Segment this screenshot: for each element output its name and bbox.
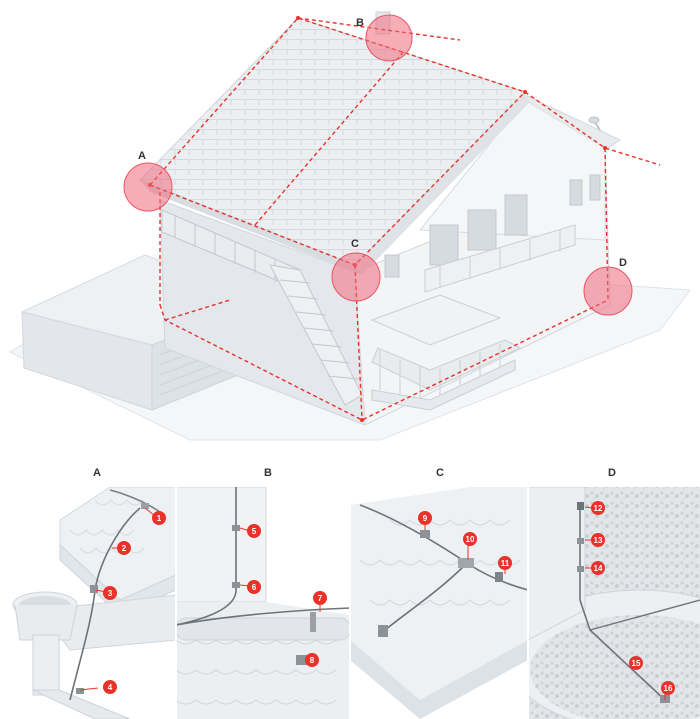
detail-panel-b	[176, 487, 350, 719]
main-label-a: A	[138, 150, 146, 162]
house-illustration: A B C D	[8, 11, 691, 441]
detail-panel-a	[0, 487, 176, 719]
callout-6: 6	[247, 580, 261, 594]
svg-text:6: 6	[252, 583, 257, 592]
panel-label-b: B	[264, 467, 272, 479]
panel-label-c: C	[436, 467, 444, 479]
highlight-circle-d	[583, 266, 633, 316]
svg-text:1: 1	[157, 514, 162, 523]
svg-text:15: 15	[632, 659, 641, 668]
highlight-circle-c	[331, 252, 381, 302]
svg-text:14: 14	[594, 564, 603, 573]
callout-12: 12	[591, 501, 605, 515]
balcony-upper	[424, 224, 576, 293]
panel-separators	[175, 487, 529, 719]
svg-text:3: 3	[108, 589, 113, 598]
svg-text:16: 16	[664, 684, 673, 693]
callout-15: 15	[629, 656, 643, 670]
protection-conductors	[149, 17, 661, 421]
svg-text:10: 10	[466, 535, 475, 544]
callout-8: 8	[305, 653, 319, 667]
highlight-circle-a	[123, 162, 173, 212]
callout-9: 9	[418, 511, 432, 525]
callout-11: 11	[498, 556, 512, 570]
callout-4: 4	[103, 680, 117, 694]
exterior-stairs	[269, 264, 363, 406]
windows	[384, 174, 601, 278]
callout-16: 16	[661, 681, 675, 695]
svg-text:7: 7	[318, 594, 323, 603]
svg-text:2: 2	[122, 544, 127, 553]
callout-7: 7	[313, 591, 327, 605]
callout-10: 10	[463, 532, 477, 546]
svg-text:4: 4	[108, 683, 113, 692]
callout-3: 3	[103, 586, 117, 600]
svg-text:13: 13	[594, 536, 603, 545]
callout-13: 13	[591, 533, 605, 547]
panel-label-d: D	[608, 467, 616, 479]
svg-text:12: 12	[594, 504, 603, 513]
callout-2: 2	[117, 541, 131, 555]
callout-14: 14	[591, 561, 605, 575]
svg-text:5: 5	[252, 527, 257, 536]
callouts: 1 2 3 4 5 6 7 8 9 10 11 12 13 14 15 16	[103, 501, 675, 695]
main-label-c: C	[351, 238, 359, 250]
main-label-d: D	[619, 257, 627, 269]
highlight-circle-b	[365, 14, 413, 62]
svg-text:9: 9	[423, 514, 428, 523]
detail-panel-c	[350, 487, 528, 719]
callout-1: 1	[152, 511, 166, 525]
svg-text:8: 8	[310, 656, 315, 665]
callout-5: 5	[247, 524, 261, 538]
detail-panel-d	[528, 487, 700, 719]
main-label-b: B	[356, 17, 364, 29]
svg-text:11: 11	[501, 559, 510, 568]
panel-label-a: A	[93, 467, 101, 479]
